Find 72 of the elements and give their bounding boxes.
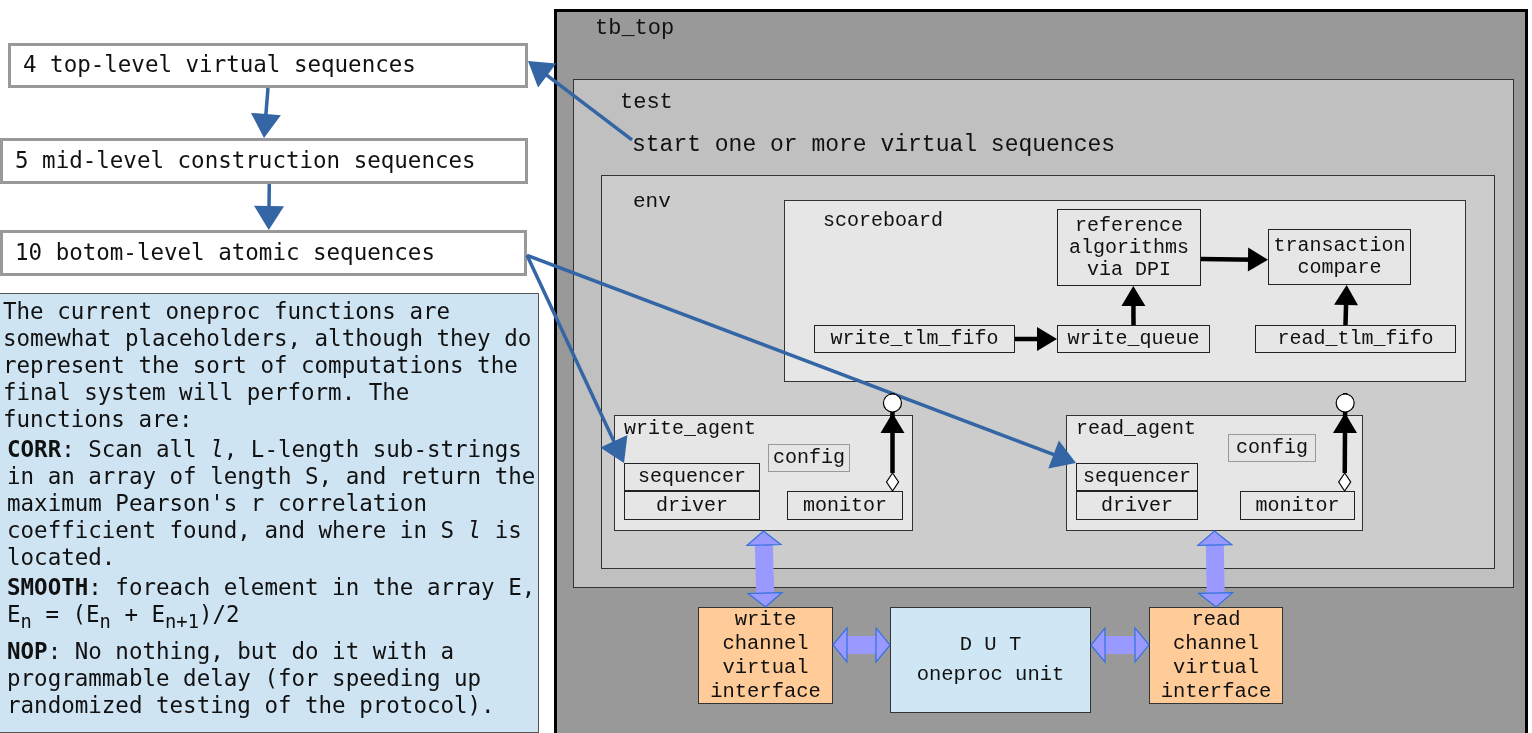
box-label: config [1236,437,1308,459]
arrow [528,61,634,142]
arrow [1121,286,1146,325]
component-box [1268,229,1411,285]
container-box [1066,415,1363,531]
arrow [525,254,628,463]
component-box [624,463,760,491]
component-box [787,491,903,520]
box-label: write_queue [1067,328,1200,350]
arrow [1334,285,1359,326]
arrow [1200,247,1268,272]
component-box [1240,491,1355,520]
component-box [814,325,1015,353]
component-box [624,491,760,520]
component-box [1228,434,1316,462]
arrow [1197,530,1234,608]
note-paragraph: NOP: No nothing, but do it with a programmable delay (for speeding up randomized testing of the protocol). [6,637,496,719]
container-label: scoreboard [823,209,944,232]
box-label: D U T [959,633,1022,657]
box-label: write channel virtual interface [710,607,821,704]
arrow [526,253,1076,469]
box-label: monitor [803,494,887,517]
arrow [1332,393,1358,492]
box-label: monitor [1255,494,1340,517]
box-label: oneproc unit [916,663,1065,687]
container-box [601,175,1495,569]
dut-box [890,607,1091,713]
container-box [554,9,1528,733]
component-box [1057,209,1201,286]
container-box [614,415,913,531]
arrow [1015,327,1057,351]
box-label: 10 botom-level atomic sequences [15,238,435,267]
box-label: sequencer [1083,466,1191,488]
component-box [1057,325,1210,353]
container-box [573,79,1514,588]
box-label: transaction compare [1272,235,1407,279]
box-label: driver [656,494,728,517]
container-label: tb_top [595,16,675,41]
box-label: 4 top-level virtual sequences [23,50,416,79]
box-label: read channel virtual interface [1160,607,1272,704]
note-paragraph: SMOOTH: foreach element in the array E, E$_{n}$ = (E$_{n}$ + E$_{n+1}$)/2 [6,574,536,634]
box-label: sequencer [638,466,746,488]
container-label: env [633,190,671,213]
container-label: read_agent [1076,417,1197,440]
interface-box [698,607,833,704]
component-box [1076,491,1198,520]
arrow [250,87,281,138]
sequence-box [0,138,528,184]
arrow [746,530,783,608]
container-label: write_agent [624,417,757,440]
arrow [879,393,906,492]
box-label: reference algorithms via DPI [1068,214,1190,281]
box-label: config [773,447,845,469]
note-paragraph: The current oneproc functions are somewhat placeholders, although they do represent the sort of computations the final system will perform. The functions are: [3,298,533,433]
interface-box [1149,607,1283,704]
component-box [768,444,850,472]
container-box [784,200,1466,382]
note-panel [0,293,539,733]
box-label: 5 mid-level construction sequences [15,146,476,175]
arrow [254,184,285,230]
sequence-box [8,43,528,88]
box-label: write_tlm_fifo [830,328,999,350]
sequence-box [0,230,527,276]
note-paragraph: CORR: Scan all l, L-length sub-strings in an array of length S, and return the maximum Pearson's r correlation coefficient found, and where in S l is located. [6,436,536,571]
component-box [1255,325,1456,353]
box-label: read_tlm_fifo [1277,328,1434,350]
component-box [1076,463,1198,491]
arrow [1090,627,1150,663]
arrow [832,627,891,663]
node-label: start one or more virtual sequences [632,128,1152,162]
box-label: driver [1101,494,1173,517]
container-label: test [620,90,673,115]
